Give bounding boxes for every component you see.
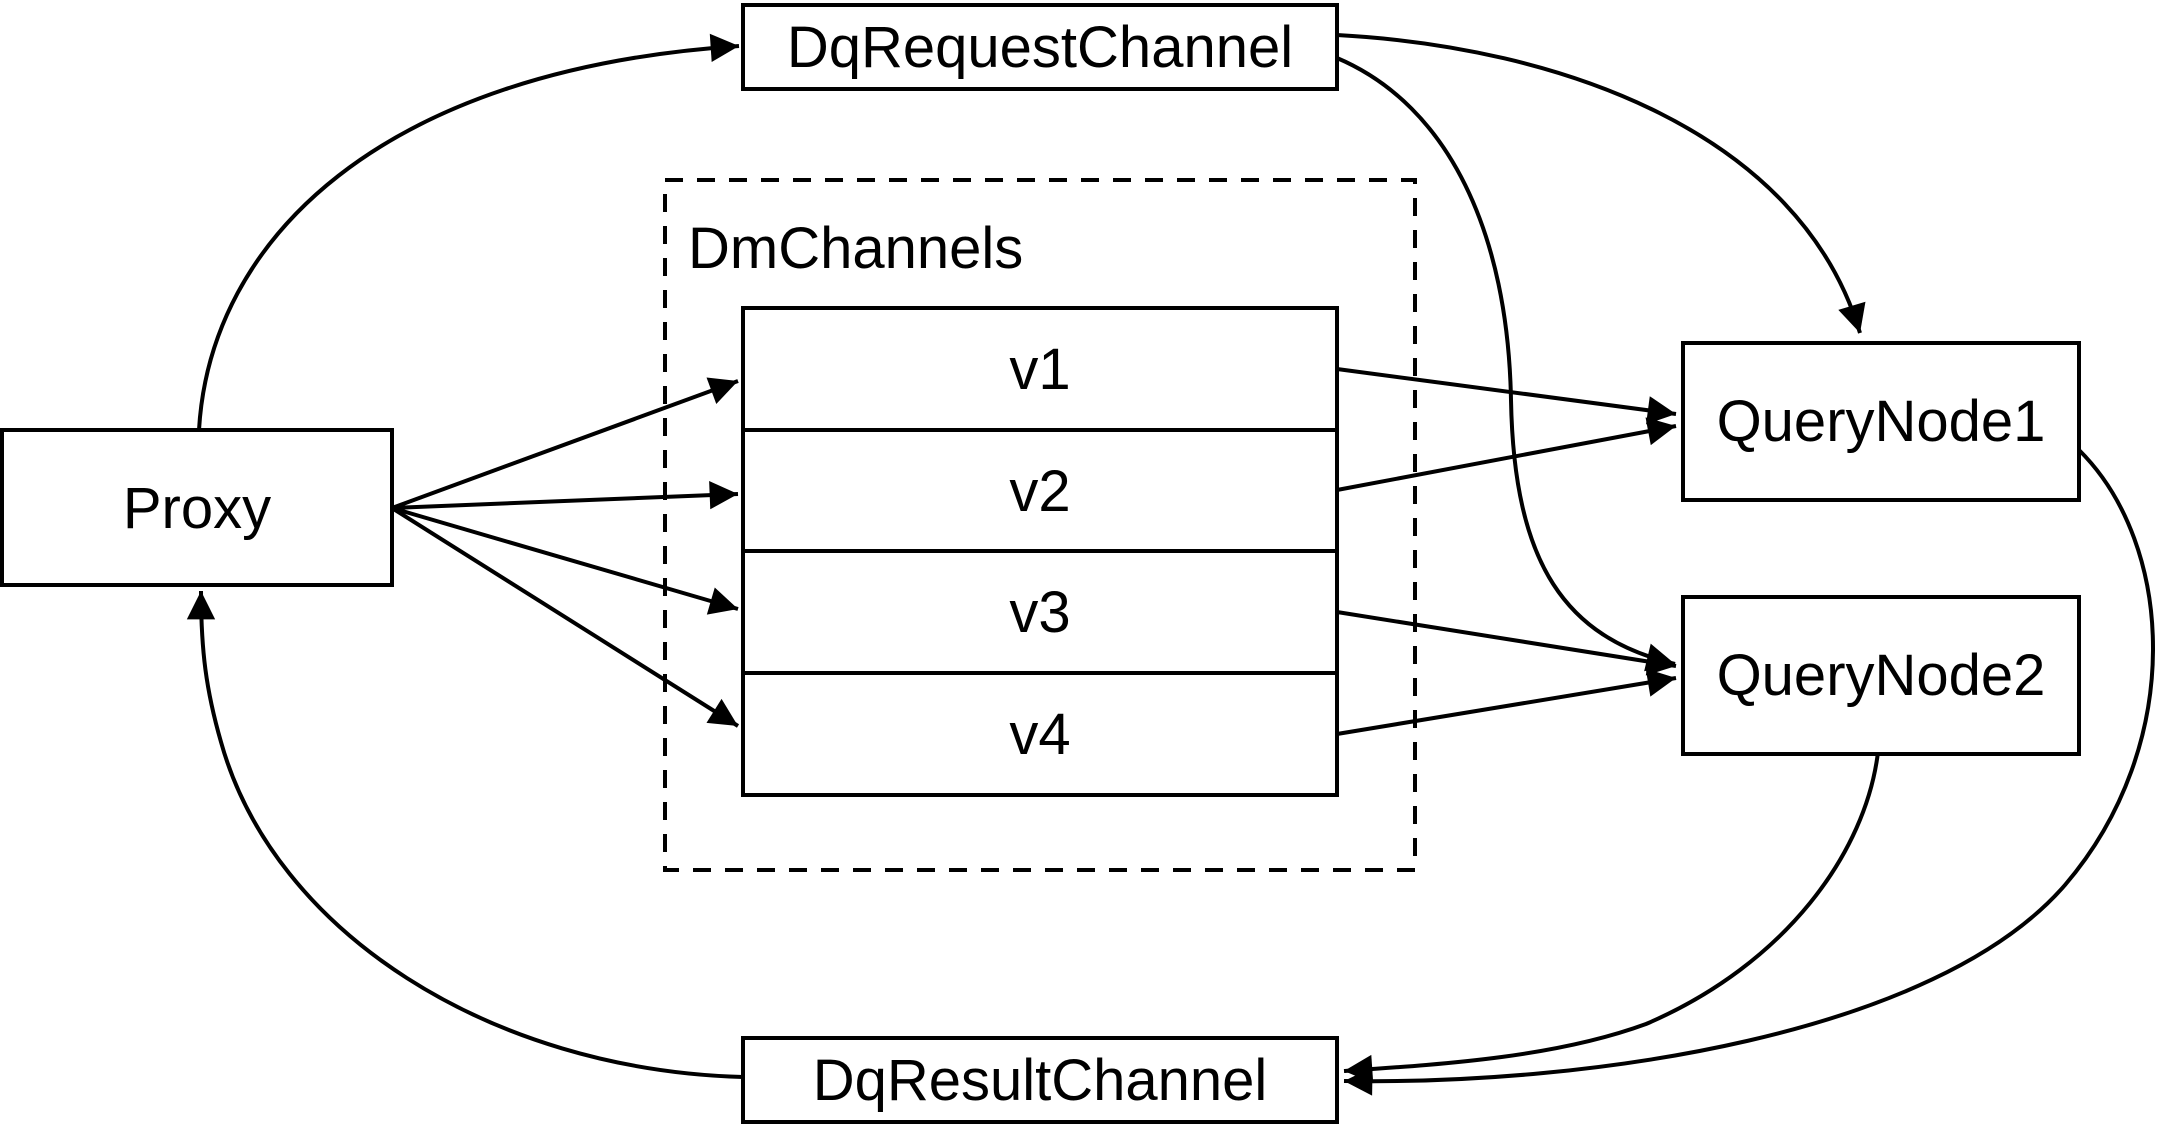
edge-v2-to-querynode1 [1336,417,1677,492]
proxy-node-label: Proxy [123,476,271,541]
channel-v4-label: v4 [1009,702,1070,767]
dq-request-channel-node-box [741,3,1339,91]
dq-result-channel-label: DqResultChannel [813,1048,1268,1113]
edge-dqresultchannel-to-proxy [186,590,744,1079]
edge-querynode2-to-dqresultchannel [1343,751,1880,1084]
edge-proxy-to-v1 [391,377,739,510]
channel-row-v2 [741,428,1339,553]
query-node-2-label: QueryNode2 [1717,643,2046,708]
dq-result-channel-node-box [741,1036,1339,1124]
query-node-1-label: QueryNode1 [1717,389,2046,454]
dm-channels-group-border [663,178,1417,872]
channel-v1-label: v1 [1009,337,1070,402]
dq-request-channel-label: DqRequestChannel [787,15,1293,80]
edge-dqrequestchannel-to-querynode1 [1336,33,1866,334]
edge-dqrequestchannel-to-querynode2 [1336,56,1676,672]
channel-row-v1 [741,306,1339,432]
dm-channels-group-label: DmChannels [688,216,1023,281]
channel-row-v3 [741,549,1339,675]
edge-proxy-to-dqrequestchannel [197,33,740,431]
proxy-node-box [0,428,394,587]
edge-proxy-to-v3 [391,506,739,615]
edge-v1-to-querynode1 [1336,367,1677,425]
edge-v3-to-querynode2 [1336,610,1677,676]
channel-v3-label: v3 [1009,580,1070,645]
query-node-1-box [1681,341,2081,502]
channel-v2-label: v2 [1009,459,1070,524]
edge-proxy-to-v2 [391,480,739,510]
query-node-2-box [1681,595,2081,756]
edge-v4-to-querynode2 [1336,668,1677,736]
edge-proxy-to-v4 [390,506,740,728]
edge-querynode1-to-dqresultchannel [1343,448,2155,1096]
channel-row-v4 [741,671,1339,797]
